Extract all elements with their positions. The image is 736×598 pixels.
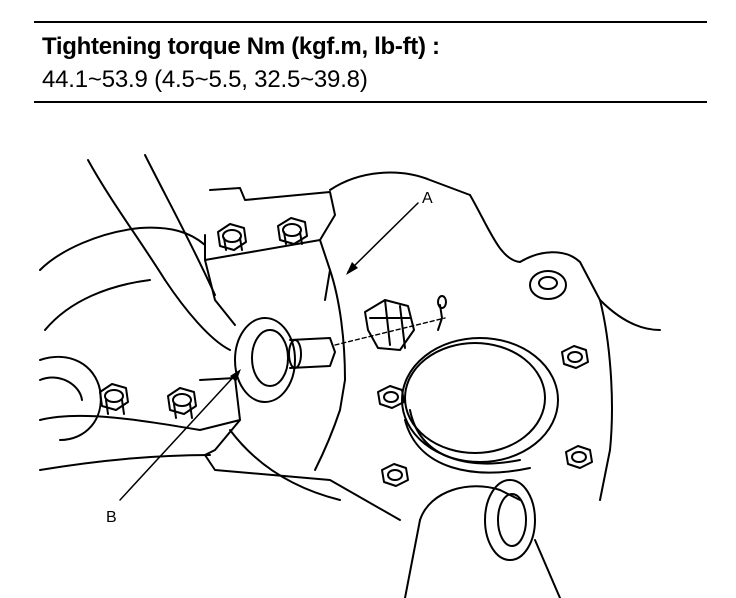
- callout-b-label: B: [106, 509, 117, 526]
- castle-nut: [364, 299, 415, 351]
- hub-cap: [401, 337, 559, 474]
- callout-a-label: A: [422, 190, 433, 207]
- hub-bolt-3: [565, 445, 593, 469]
- upper-bracket: [204, 187, 336, 326]
- torque-spec-box: Tightening torque Nm (kgf.m, lb-ft) : 44…: [34, 21, 707, 103]
- lower-bushing: [404, 479, 561, 598]
- hub-bolt-1: [561, 345, 589, 369]
- upper-bolt-left: [217, 223, 247, 251]
- upper-bolt-right: [277, 217, 308, 245]
- callout-a-leader: [346, 202, 419, 275]
- callout-b-leader: [119, 369, 241, 501]
- hub-bolt-4: [381, 463, 409, 487]
- knuckle-body: [314, 171, 661, 501]
- stud-axis-dashed-line: [334, 317, 446, 346]
- split-pin: [437, 295, 447, 331]
- torque-spec-title: Tightening torque Nm (kgf.m, lb-ft) :: [42, 33, 440, 60]
- ball-joint-stud: [234, 317, 336, 403]
- lower-bolt-right: [167, 387, 197, 419]
- torque-spec-value: 44.1~53.9 (4.5~5.5, 32.5~39.8): [42, 66, 368, 93]
- lower-bolt-left: [99, 383, 129, 415]
- upper-arm-outline: [39, 154, 231, 351]
- lower-arm: [39, 355, 401, 521]
- hub-bolt-2: [377, 385, 405, 409]
- upper-boss: [529, 270, 567, 300]
